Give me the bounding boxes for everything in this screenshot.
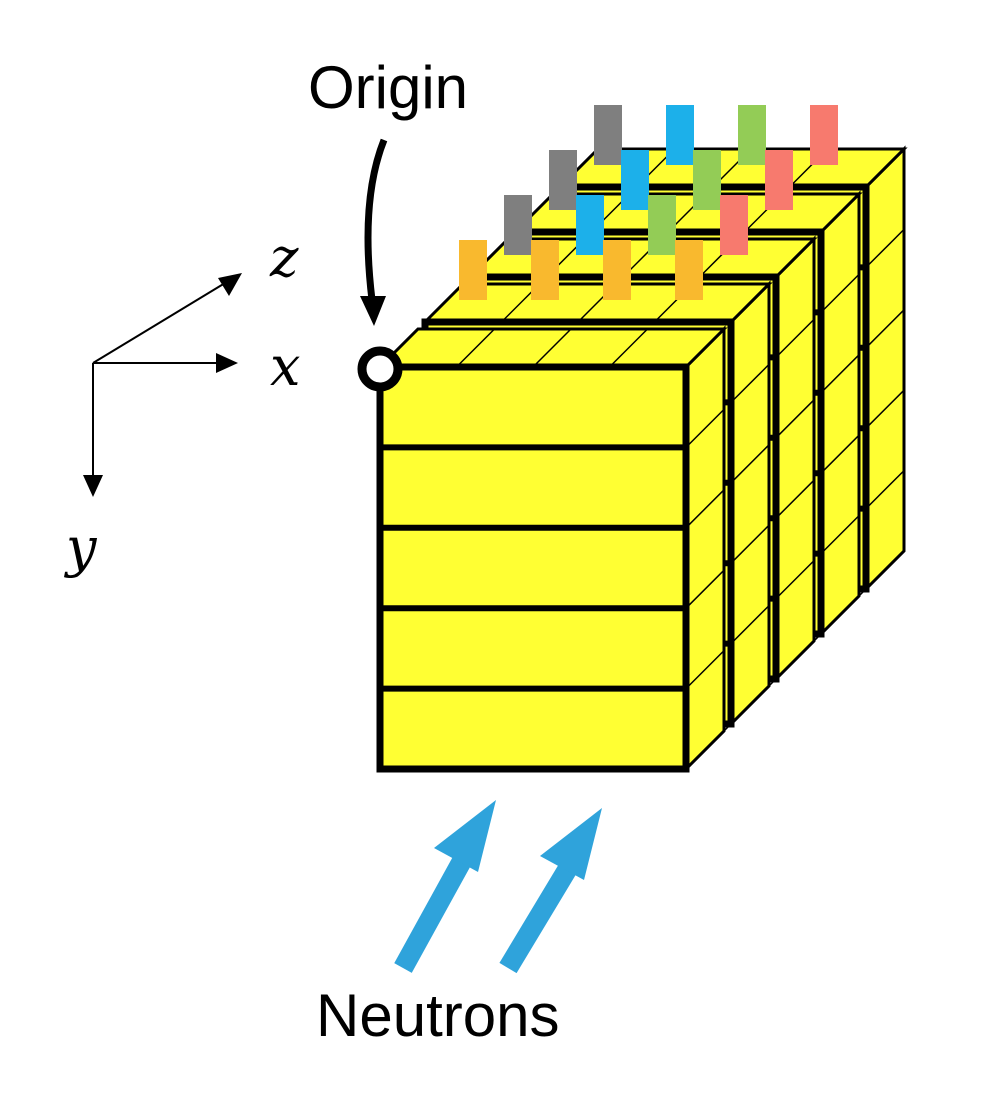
neutron-arrow-right (499, 808, 602, 974)
readout-bar (459, 240, 487, 300)
depth-edge (685, 550, 905, 770)
layer-side-face (729, 280, 771, 728)
readout-bar (531, 240, 559, 300)
axis-label-x: x (270, 335, 300, 398)
side-divider (685, 489, 725, 529)
side-divider (865, 389, 905, 429)
neutron-arrow-left (394, 800, 496, 973)
readout-bar (603, 240, 631, 300)
x-axis-arrowhead (216, 353, 238, 373)
readout-bar (666, 105, 694, 165)
readout-bar (504, 195, 532, 255)
coordinate-axes (83, 273, 242, 497)
origin-label: Origin (308, 54, 468, 121)
side-divider (730, 363, 770, 403)
top-divider (532, 328, 572, 368)
readout-bar (720, 195, 748, 255)
scintillator-layer (376, 325, 728, 773)
side-divider (820, 273, 860, 313)
origin-pointer-arrowhead (360, 296, 386, 326)
side-divider (775, 399, 815, 439)
side-divider (775, 479, 815, 519)
origin-pointer-arrow (364, 138, 388, 301)
readout-bar (594, 105, 622, 165)
layer-side-face (864, 145, 906, 593)
readout-bar (765, 150, 793, 210)
side-divider (685, 650, 725, 690)
side-divider (865, 228, 905, 268)
side-divider (865, 309, 905, 349)
readout-bar (675, 240, 703, 300)
side-divider (685, 569, 725, 609)
side-divider (775, 318, 815, 358)
neutrons-label: Neutrons (316, 982, 559, 1049)
top-divider (455, 328, 496, 368)
scintillator-stack (376, 105, 908, 773)
layer-side-face (819, 190, 861, 638)
layer-front-face (376, 363, 690, 773)
axis-label-z: z (269, 226, 299, 289)
y-axis-arrowhead (83, 475, 103, 497)
side-divider (865, 470, 905, 510)
axis-label-y: y (64, 516, 98, 579)
side-divider (820, 434, 860, 474)
readout-bar (648, 195, 676, 255)
readout-bar (810, 105, 838, 165)
readout-bar (738, 105, 766, 165)
side-divider (820, 515, 860, 555)
top-divider (608, 328, 649, 368)
z-axis-arrowhead (218, 273, 242, 296)
readout-bar (621, 150, 649, 210)
layer-side-face (684, 325, 726, 773)
readout-bar (576, 195, 604, 255)
neutron-arrows (394, 800, 602, 974)
z-axis-arrow (92, 279, 231, 364)
side-divider (775, 560, 815, 600)
origin-marker (357, 346, 403, 392)
side-divider (730, 524, 770, 564)
side-divider (730, 605, 770, 645)
readout-bar (549, 150, 577, 210)
side-divider (685, 408, 725, 448)
side-divider (820, 354, 860, 394)
side-divider (730, 444, 770, 484)
layer-side-face (774, 235, 816, 683)
readout-bar (693, 150, 721, 210)
